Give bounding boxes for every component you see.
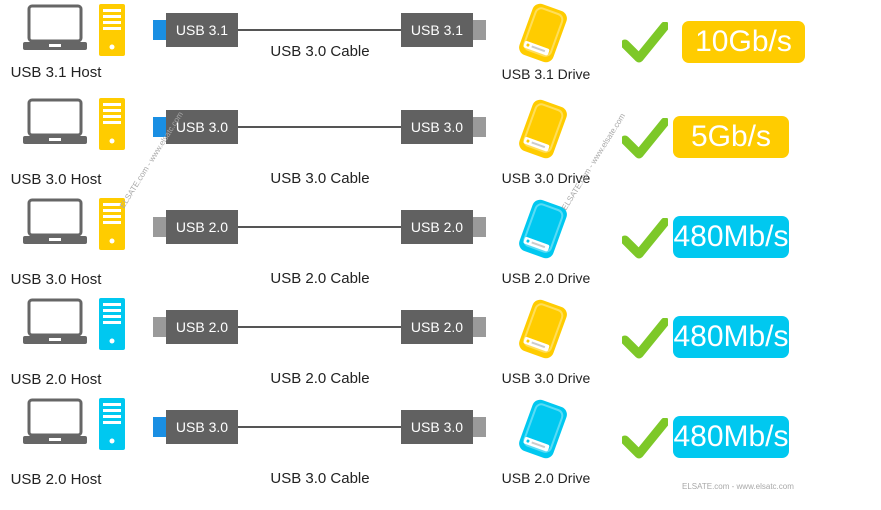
host-label: USB 3.0 Host	[10, 171, 102, 188]
usb-plug-right: USB 3.1	[401, 13, 496, 47]
plug-tip	[473, 417, 486, 437]
cable-line	[238, 226, 403, 228]
plug-tip	[473, 217, 486, 237]
external-drive-icon	[515, 298, 571, 360]
pc-tower-icon	[98, 97, 126, 151]
usb-plug-left: USB 3.0	[153, 110, 248, 144]
plug-tip	[153, 417, 166, 437]
plug-label: USB 3.1	[166, 13, 238, 47]
cable-line	[238, 29, 403, 31]
host-label: USB 2.0 Host	[10, 371, 102, 388]
cable-line	[238, 126, 403, 128]
cable-line	[238, 326, 403, 328]
pc-tower-icon	[98, 297, 126, 351]
laptop-icon	[21, 97, 89, 147]
plug-tip	[153, 20, 166, 40]
watermark-footer: ELSATE.com - www.elsatc.com	[682, 482, 794, 491]
checkmark-icon	[620, 117, 670, 160]
cable-label: USB 3.0 Cable	[270, 43, 370, 60]
plug-label: USB 3.0	[166, 410, 238, 444]
usb-plug-left: USB 3.0	[153, 410, 248, 444]
drive-label: USB 2.0 Drive	[501, 270, 591, 286]
host-label: USB 3.1 Host	[10, 64, 102, 81]
plug-label: USB 3.0	[401, 110, 473, 144]
speed-badge: 480Mb/s	[673, 316, 789, 358]
plug-tip	[153, 117, 166, 137]
plug-label: USB 2.0	[401, 210, 473, 244]
cable-line	[238, 426, 403, 428]
usb-plug-left: USB 2.0	[153, 310, 248, 344]
plug-label: USB 2.0	[401, 310, 473, 344]
drive-label: USB 3.0 Drive	[501, 370, 591, 386]
usb-plug-right: USB 3.0	[401, 110, 496, 144]
checkmark-icon	[620, 417, 670, 460]
checkmark-icon	[620, 317, 670, 360]
plug-label: USB 3.1	[401, 13, 473, 47]
cable-label: USB 3.0 Cable	[270, 470, 370, 487]
drive-label: USB 3.0 Drive	[501, 170, 591, 186]
speed-badge: 480Mb/s	[673, 416, 789, 458]
plug-tip	[153, 217, 166, 237]
usb-plug-left: USB 2.0	[153, 210, 248, 244]
speed-badge: 10Gb/s	[682, 21, 805, 63]
plug-label: USB 2.0	[166, 310, 238, 344]
cable-label: USB 2.0 Cable	[270, 370, 370, 387]
laptop-icon	[21, 197, 89, 247]
cable-label: USB 2.0 Cable	[270, 270, 370, 287]
external-drive-icon	[515, 398, 571, 460]
usb-plug-left: USB 3.1	[153, 13, 248, 47]
plug-label: USB 3.0	[166, 110, 238, 144]
plug-tip	[153, 317, 166, 337]
drive-label: USB 3.1 Drive	[501, 66, 591, 82]
plug-label: USB 3.0	[401, 410, 473, 444]
speed-badge: 5Gb/s	[673, 116, 789, 158]
laptop-icon	[21, 297, 89, 347]
drive-label: USB 2.0 Drive	[501, 470, 591, 486]
laptop-icon	[21, 3, 89, 53]
checkmark-icon	[620, 21, 670, 64]
pc-tower-icon	[98, 197, 126, 251]
external-drive-icon	[515, 198, 571, 260]
checkmark-icon	[620, 217, 670, 260]
plug-tip	[473, 317, 486, 337]
host-label: USB 3.0 Host	[10, 271, 102, 288]
external-drive-icon	[515, 98, 571, 160]
external-drive-icon	[515, 2, 571, 64]
usb-plug-right: USB 3.0	[401, 410, 496, 444]
pc-tower-icon	[98, 397, 126, 451]
plug-label: USB 2.0	[166, 210, 238, 244]
laptop-icon	[21, 397, 89, 447]
usb-plug-right: USB 2.0	[401, 310, 496, 344]
host-label: USB 2.0 Host	[10, 471, 102, 488]
pc-tower-icon	[98, 3, 126, 57]
plug-tip	[473, 117, 486, 137]
usb-plug-right: USB 2.0	[401, 210, 496, 244]
cable-label: USB 3.0 Cable	[270, 170, 370, 187]
plug-tip	[473, 20, 486, 40]
speed-badge: 480Mb/s	[673, 216, 789, 258]
